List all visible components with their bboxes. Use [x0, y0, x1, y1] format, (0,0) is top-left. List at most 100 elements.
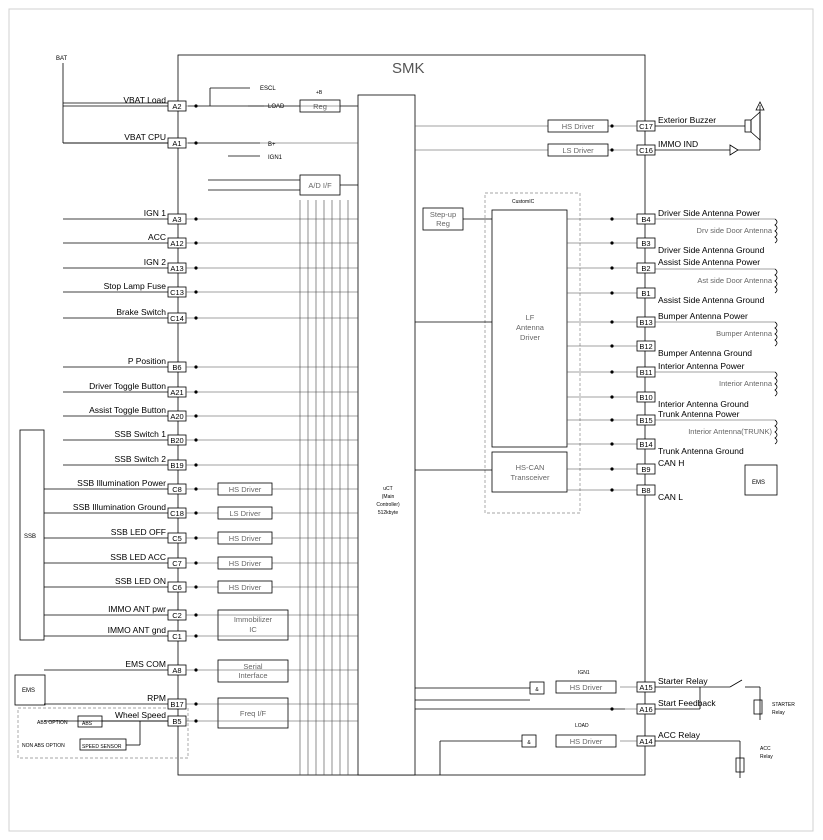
serial-line2: Interface — [238, 671, 267, 680]
ssb-label: SSB — [24, 534, 36, 540]
label-immo-ind: IMMO IND — [658, 139, 698, 149]
label-driver-side-antenna-power: Driver Side Antenna Power — [658, 208, 760, 218]
and-gate-start-label: & — [535, 687, 539, 693]
label-assist-side-antenna-power: Assist Side Antenna Power — [658, 257, 760, 267]
pin-label-b1: B1 — [641, 289, 650, 298]
pin-label-c14: C14 — [170, 314, 184, 323]
antenna-coil-icon — [774, 268, 778, 294]
junction-dot — [194, 613, 198, 617]
mcu-line4: 512kbyte — [378, 510, 399, 516]
label-ssb-switch-2: SSB Switch 2 — [115, 454, 167, 464]
junction-dot — [194, 585, 198, 589]
pin-label-b11: B11 — [640, 368, 653, 377]
speed-sensor-box — [79, 738, 127, 751]
hs-can-box — [491, 451, 568, 493]
label-acc-relay: ACC Relay — [658, 730, 701, 740]
ems-box-left — [14, 674, 46, 706]
pin-label-c16: C16 — [639, 146, 653, 155]
antenna-coil-icon — [774, 321, 778, 347]
junction-dot — [194, 141, 198, 145]
junction-dot — [194, 390, 198, 394]
pin-label-b10: B10 — [639, 393, 652, 402]
pin-label-c1: C1 — [172, 632, 182, 641]
acc-relay-line1: ACC — [760, 746, 771, 752]
abs-label: ABS — [82, 721, 93, 727]
freq-if-label: Freq I/F — [240, 709, 267, 718]
junction-dot — [610, 124, 614, 128]
label-ssb-led-acc: SSB LED ACC — [110, 552, 166, 562]
label-immo-ant-gnd: IMMO ANT gnd — [108, 625, 167, 635]
starter-relay-line1: STARTER — [772, 702, 795, 708]
label-interior-antenna-power: Interior Antenna Power — [658, 361, 745, 371]
label-bumper-antenna-ground: Bumper Antenna Ground — [658, 348, 752, 358]
ign1-top-label: IGN1 — [578, 670, 590, 676]
label-vbat-load: VBAT Load — [123, 95, 166, 105]
main-controller-box — [357, 94, 416, 776]
left-driver-box-0 — [217, 482, 273, 496]
junction-dot — [610, 467, 614, 471]
serial-line1: Serial — [243, 662, 263, 671]
label-wheel-speed: Wheel Speed — [115, 710, 166, 720]
label-ign-1: IGN 1 — [144, 208, 166, 218]
junction-dot — [194, 634, 198, 638]
ems-box-right — [744, 464, 778, 496]
junction-dot — [194, 217, 198, 221]
pin-label-a12: A12 — [170, 239, 183, 248]
junction-dot — [194, 561, 198, 565]
and-gate-acc-label: & — [527, 740, 531, 746]
junction-dot — [610, 707, 614, 711]
label-ssb-led-off: SSB LED OFF — [111, 527, 166, 537]
stepup-line1: Step-up — [430, 210, 456, 219]
pin-label-a3: A3 — [172, 215, 181, 224]
ssb-box — [19, 429, 45, 641]
junction-dot — [194, 316, 198, 320]
label-can-l: CAN L — [658, 492, 683, 502]
junction-dot — [194, 104, 198, 108]
internal-bus-lines — [299, 200, 349, 775]
label-interior-antenna-ground: Interior Antenna Ground — [658, 399, 749, 409]
right-driver-label-3: HS Driver — [570, 737, 603, 746]
junction-dot — [194, 719, 198, 723]
pin-label-c5: C5 — [172, 534, 182, 543]
pin-label-a14: A14 — [639, 737, 652, 746]
junction-dot — [194, 463, 198, 467]
bat-label-top: BAT — [56, 56, 68, 62]
pin-label-c6: C6 — [172, 583, 182, 592]
custom-ic-region — [484, 192, 581, 514]
junction-dot — [194, 487, 198, 491]
antenna-label-0: Drv side Door Antenna — [697, 226, 773, 235]
label-vbat-cpu: VBAT CPU — [124, 132, 166, 142]
pin-label-b4: B4 — [641, 215, 650, 224]
junction-dot — [610, 344, 614, 348]
label-starter-relay: Starter Relay — [658, 676, 708, 686]
reg-plus-b: +B — [316, 90, 323, 96]
serial-interface-box — [217, 659, 289, 683]
label-immo-ant-pwr: IMMO ANT pwr — [108, 604, 166, 614]
hs-can-line1: HS-CAN — [516, 463, 545, 472]
pin-label-b17: B17 — [170, 700, 183, 709]
abs-box — [77, 715, 103, 728]
starter-relay-line2: Relay — [772, 710, 785, 716]
right-driver-box-1 — [547, 143, 609, 157]
reg-label: Reg — [313, 102, 327, 111]
junction-dot — [194, 511, 198, 515]
antenna-label-2: Bumper Antenna — [716, 329, 773, 338]
label-driver-side-antenna-ground: Driver Side Antenna Ground — [658, 245, 765, 255]
escl-label: ESCL — [260, 86, 276, 92]
ems-label-left: EMS — [22, 688, 35, 694]
label-can-h: CAN H — [658, 458, 684, 468]
ems-label-right: EMS — [752, 480, 765, 486]
label-ssb-illumination-ground: SSB Illumination Ground — [73, 502, 166, 512]
left-driver-box-4 — [217, 580, 273, 594]
antenna-coil-icon — [774, 218, 778, 244]
label-rpm: RPM — [147, 693, 166, 703]
junction-dot — [610, 488, 614, 492]
right-driver-label-1: LS Driver — [562, 146, 594, 155]
label-stop-lamp-fuse: Stop Lamp Fuse — [104, 281, 167, 291]
pin-label-b2: B2 — [641, 264, 650, 273]
pin-label-b13: B13 — [639, 318, 652, 327]
